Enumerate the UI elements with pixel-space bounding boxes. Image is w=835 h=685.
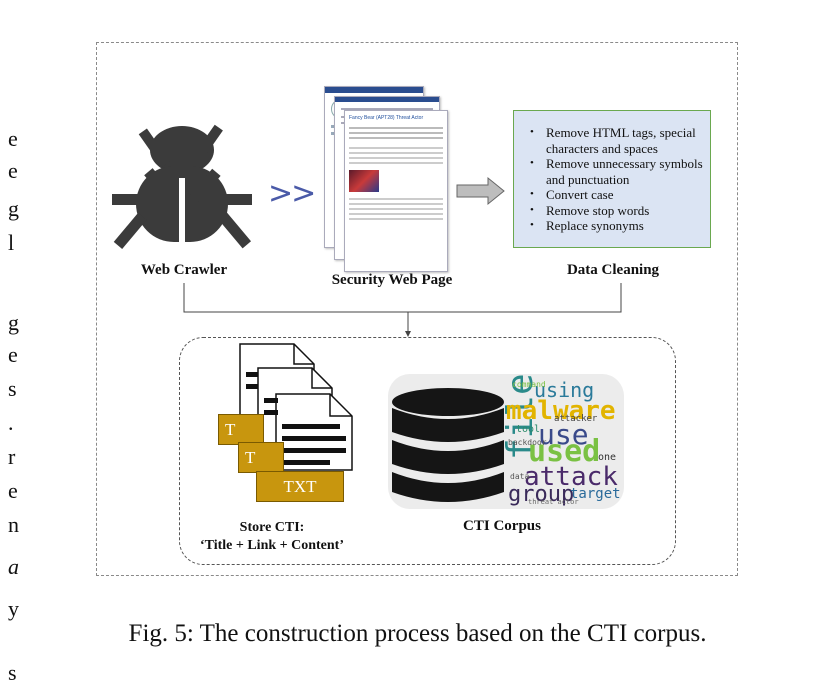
margin-letter: e <box>8 126 18 151</box>
chevron-arrow-icon: >> <box>268 176 316 211</box>
cloud-word: group <box>508 482 575 507</box>
page-headline: Fancy Bear (APT28) Threat Actor <box>349 115 424 121</box>
cloud-word: malware <box>506 396 616 426</box>
txt-tag: T <box>218 414 264 445</box>
storage-container <box>179 337 676 565</box>
adjacent-column-fragments: e e g l g e s . r e n a y s <box>0 0 30 684</box>
margin-letter: e <box>8 342 18 367</box>
security-web-page-label: Security Web Page <box>331 272 453 288</box>
margin-letter: r <box>8 444 16 469</box>
figure-frame <box>96 42 738 576</box>
store-cti-sublabel: ‘Title + Link + Content’ <box>199 538 345 553</box>
data-cleaning-label: Data Cleaning <box>566 262 660 278</box>
txt-tag: T <box>238 442 284 473</box>
cleaning-step: Remove HTML tags, special characters and… <box>530 125 704 156</box>
margin-letter: n <box>8 512 19 537</box>
web-page-front: Fancy Bear (APT28) Threat Actor <box>344 110 448 272</box>
figure-caption: Fig. 5: The construction process based o… <box>128 620 707 647</box>
cleaning-step: Replace synonyms <box>530 218 704 234</box>
margin-letter: s <box>8 376 17 401</box>
txt-tag: TXT <box>256 471 344 502</box>
margin-letter: g <box>8 310 19 335</box>
margin-letter: a <box>8 554 19 579</box>
document-stack-icon <box>239 343 353 471</box>
cloud-word: one <box>598 452 617 463</box>
cloud-word: command <box>512 380 546 389</box>
cloud-word: attacker <box>554 414 598 424</box>
margin-letter: g <box>8 196 19 221</box>
cloud-word: tool <box>516 424 541 435</box>
margin-letter: e <box>8 158 18 183</box>
cleaning-step: Remove unnecessary symbols and punctuati… <box>530 156 704 187</box>
cti-corpus-label: CTI Corpus <box>463 518 541 534</box>
margin-letter: l <box>8 230 15 255</box>
database-icon <box>392 388 504 502</box>
bug-icon <box>112 124 252 250</box>
cloud-word: attack <box>524 462 618 492</box>
margin-letter: y <box>8 596 19 621</box>
margin-letter: e <box>8 478 18 503</box>
margin-letter: . <box>8 410 14 435</box>
cloud-word: target <box>570 486 621 502</box>
cloud-word: data <box>510 472 530 481</box>
margin-letter: s <box>8 660 17 685</box>
cloud-word: backdoor <box>508 438 547 447</box>
cloud-word: threat actor <box>528 498 579 506</box>
cloud-word: used <box>528 434 601 469</box>
cleaning-step: Remove stop words <box>530 203 704 219</box>
cloud-word: use <box>538 418 589 451</box>
cleaning-step: Convert case <box>530 187 704 203</box>
web-crawler-label: Web Crawler <box>140 262 228 278</box>
store-cti-label: Store CTI: <box>239 520 305 535</box>
page-image <box>349 170 379 192</box>
process-arrow-icon <box>456 176 505 206</box>
data-cleaning-box: Remove HTML tags, special characters and… <box>513 110 711 248</box>
cloud-word: using <box>534 378 595 402</box>
